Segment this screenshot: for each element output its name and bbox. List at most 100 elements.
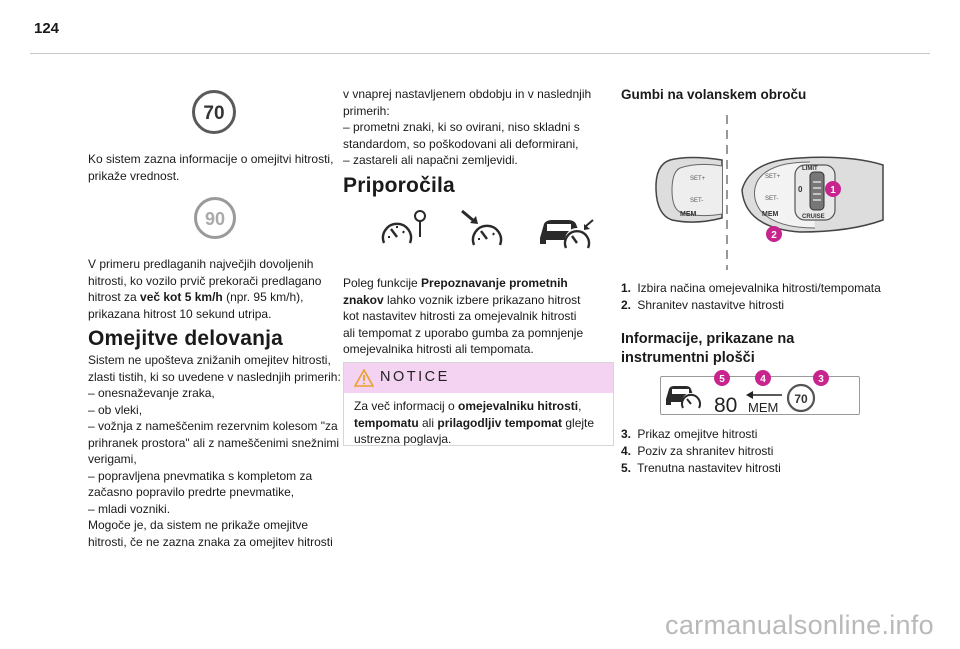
cont-line: – prometni znaki, ki so ovirani, niso sk… xyxy=(343,120,580,134)
panel-item-4-text: Poziv za shranitev hitrosti xyxy=(637,444,774,458)
left-stalk-set-minus-label: SET- xyxy=(690,198,703,204)
panel-item-4-num: 4. xyxy=(621,444,632,458)
notice-line3: ustrezna poglavja. xyxy=(354,432,452,446)
sign2-line2: hitrosti, ko vozilo prvič prekorači pred… xyxy=(88,273,322,288)
reco-line2-post: lahko voznik izbere prikazano hitrost xyxy=(383,292,581,307)
right-stalk-limit-label: LIMIT xyxy=(802,166,818,172)
limits-line: začasno popravilo predrte pnevmatike, xyxy=(88,485,295,499)
sign2-line3: hitrost za več kot 5 km/h (npr. 95 km/h)… xyxy=(88,289,358,306)
right-stalk-set-minus-label: SET- xyxy=(765,196,778,202)
reco-line3: kot nastavitev hitrosti za omejevalnik h… xyxy=(343,309,577,323)
limits-line: – popravljena pnevmatika s kompletom za xyxy=(88,468,313,483)
callout-2: 2 xyxy=(771,230,777,241)
limits-line: – onesnaževanje zraka, xyxy=(88,386,215,400)
wheel-item-2: 2. Shranitev nastavitve hitrosti xyxy=(621,297,921,314)
callout-1: 1 xyxy=(830,185,836,196)
speedometer-arrow-icon xyxy=(461,209,503,246)
reco-line2: znakov lahko voznik izbere prikazano hit… xyxy=(343,292,618,309)
notice-title: NOTICE xyxy=(380,369,450,385)
heading-omejitve: Omejitve delovanja xyxy=(88,327,284,350)
reco-line1-pre: Poleg funkcije xyxy=(343,276,422,290)
reco-line5: omejevalnika hitrosti ali tempomata. xyxy=(343,342,534,356)
right-stalk-zero-label: 0 xyxy=(798,185,803,194)
limits-line: – ob vleki, xyxy=(88,402,143,417)
sign2-line3-pre: hitrost za xyxy=(88,290,141,304)
right-stalk-mem-label: MEM xyxy=(762,211,779,218)
cont-line: v vnaprej nastavljenem obdobju in v nasl… xyxy=(343,87,592,101)
panel-speed: 80 xyxy=(714,394,737,417)
limits-line: verigami, xyxy=(88,452,137,466)
limits-line: Mogoče je, da sistem ne prikaže omejitve xyxy=(88,518,309,532)
notice-line1: Za več informacij o omejevalniku hitrost… xyxy=(354,398,603,415)
heading-informacije: Informacije, prikazane na instrumentni p… xyxy=(621,330,794,368)
speedometer-pin-icon xyxy=(381,210,426,244)
sign1-description: Ko sistem zazna informacije o omejitvi h… xyxy=(88,152,334,183)
speed-limit-90-value: 90 xyxy=(205,209,225,229)
right-stalk-set-plus-label: SET+ xyxy=(765,174,781,180)
wheel-item-2-num: 2. xyxy=(621,298,632,312)
callout-5: 5 xyxy=(719,374,725,385)
page-number: 124 xyxy=(34,20,60,37)
limits-line: zlasti tistih, ki so uvedene v naslednji… xyxy=(88,369,341,384)
heading-priporocila: Priporočila xyxy=(343,174,455,197)
reco-line1: Poleg funkcije Prepoznavanje prometnih xyxy=(343,275,618,292)
wheel-item-2-text: Shranitev nastavitve hitrosti xyxy=(637,298,785,312)
notice-line2-bold1: tempomatu xyxy=(354,415,419,430)
instrument-panel-graphic: 80 MEM 70 5 4 3 xyxy=(666,370,829,417)
wheel-item-1-text: Izbira načina omejevalnika hitrosti/temp… xyxy=(637,281,881,295)
warning-triangle-icon xyxy=(354,369,374,387)
sign2-description: V primeru predlaganih največjih dovoljen… xyxy=(88,256,358,322)
wheel-list: 1. Izbira načina omejevalnika hitrosti/t… xyxy=(621,280,921,314)
notice-line2-bold2: prilagodljiv tempomat xyxy=(437,415,563,430)
notice-box: NOTICE Za več informacij o omejevalniku … xyxy=(343,362,614,446)
notice-line2-mid: ali xyxy=(418,415,438,430)
speed-limit-70-value: 70 xyxy=(203,103,224,124)
watermark: carmanualsonline.info xyxy=(665,610,934,640)
limits-line: – vožnja z nameščenim rezervnim kolesom … xyxy=(88,419,338,433)
limits-line: hitrosti, če ne zazna znaka za omejitev … xyxy=(88,534,333,549)
panel-item-3-text: Prikaz omejitve hitrosti xyxy=(637,427,758,441)
speed-limit-90-icon: 90 xyxy=(194,197,236,239)
notice-line1-bold: omejevalniku hitrosti xyxy=(458,399,579,413)
wheel-item-1: 1. Izbira načina omejevalnika hitrosti/t… xyxy=(621,280,921,297)
limits-paragraph: Sistem ne upošteva znižanih omejitev hit… xyxy=(88,352,363,550)
speed-limit-70-icon: 70 xyxy=(192,90,236,134)
panel-item-5: 5. Trenutna nastavitev hitrosti xyxy=(621,460,921,477)
wheel-item-1-num: 1. xyxy=(621,281,632,295)
panel-item-4: 4. Poziv za shranitev hitrosti xyxy=(621,443,921,460)
notice-line2: tempomatu ali prilagodljiv tempomat glej… xyxy=(354,415,603,432)
panel-item-3-num: 3. xyxy=(621,427,632,441)
reco-line2-bold: znakov xyxy=(343,292,384,307)
limits-line: prihranek prostora" ali z nameščenimi sn… xyxy=(88,435,340,450)
callout-4: 4 xyxy=(760,374,766,385)
limits-line: – mladi vozniki. xyxy=(88,501,171,516)
cont-line: – zastareli ali napačni zemljevidi. xyxy=(343,153,518,167)
panel-item-5-text: Trenutna nastavitev hitrosti xyxy=(637,461,781,475)
limits-line: Sistem ne upošteva znižanih omejitev hit… xyxy=(88,353,331,367)
reco-line4: ali tempomat z uporabo gumba za pomnjenj… xyxy=(343,325,584,340)
panel-mem: MEM xyxy=(748,400,778,415)
left-stalk-set-plus-label: SET+ xyxy=(690,176,706,182)
car-speedometer-icon xyxy=(540,219,594,252)
recommendation-paragraph: Poleg funkcije Prepoznavanje prometnih z… xyxy=(343,275,618,358)
heading-informacije-line1: Informacije, prikazane na xyxy=(621,331,795,347)
sign2-line4: prikazana hitrost 10 sekund utripa. xyxy=(88,306,272,321)
right-stalk-cruise-label: CRUISE xyxy=(802,214,825,220)
heading-informacije-line2: instrumentni plošči xyxy=(621,350,755,366)
notice-header: NOTICE xyxy=(344,363,613,393)
middle-continuation: v vnaprej nastavljenem obdobju in v nasl… xyxy=(343,86,618,169)
callout-3: 3 xyxy=(818,374,824,385)
steering-stalk-diagram: MEM SET+ SET- LIMIT CRUISE 0 MEM SET+ SE… xyxy=(655,115,884,270)
reco-line1-bold: Prepoznavanje prometnih xyxy=(421,276,568,290)
panel-list: 3. Prikaz omejitve hitrosti 4. Poziv za … xyxy=(621,426,921,477)
sign2-line3-post: (npr. 95 km/h), xyxy=(222,290,304,304)
notice-line1-post: , xyxy=(578,399,582,413)
panel-sign-value: 70 xyxy=(794,392,808,406)
cont-line: standardom, so poškodovani ali deformira… xyxy=(343,136,579,151)
top-rule xyxy=(30,53,930,54)
notice-body: Za več informacij o omejevalniku hitrost… xyxy=(344,393,613,448)
panel-item-5-num: 5. xyxy=(621,461,632,475)
left-stalk-mem-label: MEM xyxy=(680,211,697,218)
notice-line2-post: glejte xyxy=(562,415,595,430)
panel-item-3: 3. Prikaz omejitve hitrosti xyxy=(621,426,921,443)
